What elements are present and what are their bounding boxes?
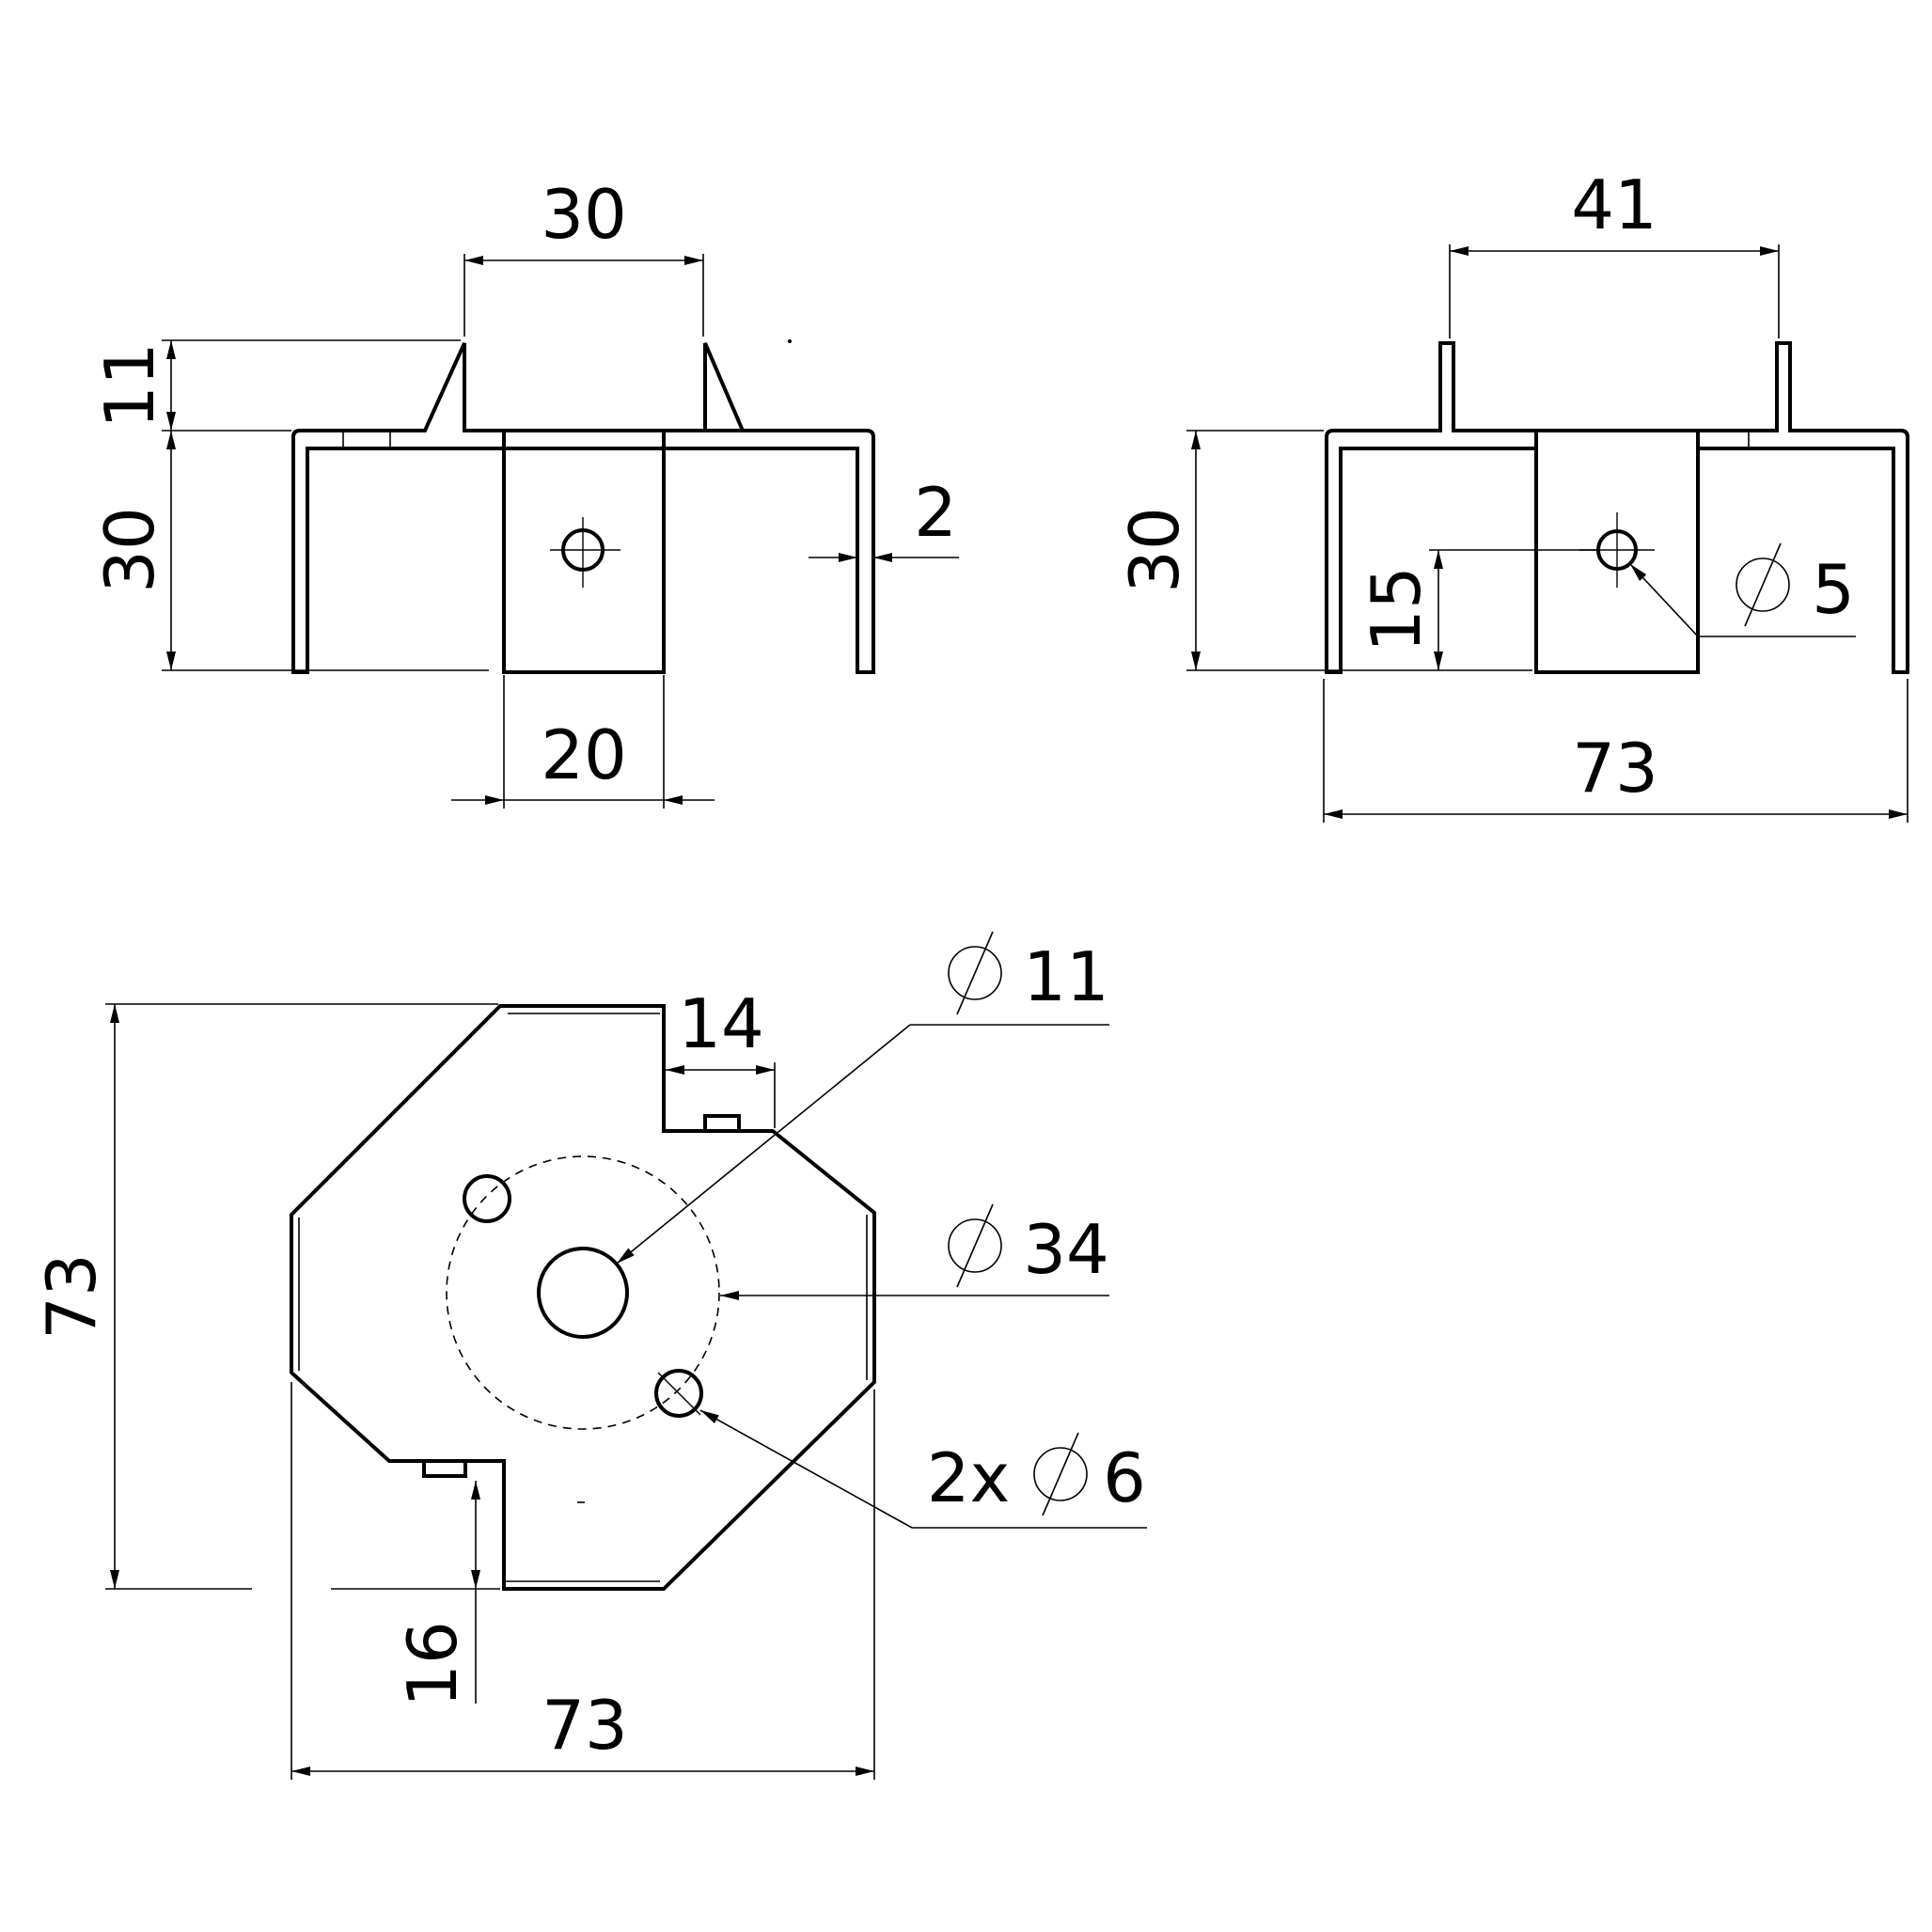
front-view-outline bbox=[291, 342, 875, 674]
dim-front-height-body: 30 bbox=[90, 507, 169, 593]
bolt-hole bbox=[463, 1174, 511, 1223]
diameter-symbol-icon bbox=[948, 931, 1002, 1015]
dim-front-thickness: 2 bbox=[914, 473, 957, 552]
plan-tab-lower bbox=[422, 1459, 467, 1478]
side-view-outline bbox=[1325, 341, 1909, 674]
bolt-hole bbox=[654, 1369, 703, 1418]
dim-plan-bolt-circle: 34 bbox=[1023, 1210, 1109, 1289]
dim-side-top-width: 41 bbox=[1571, 165, 1657, 244]
plan-tab-upper bbox=[703, 1114, 741, 1133]
dim-front-top-width: 30 bbox=[541, 175, 627, 254]
centerline bbox=[657, 1372, 701, 1416]
dim-front-height-upper: 11 bbox=[90, 342, 169, 429]
dim-plan-overall-height: 73 bbox=[32, 1253, 111, 1340]
center-hole bbox=[537, 1247, 629, 1339]
dim-front-tab-width: 20 bbox=[541, 715, 627, 794]
dim-plan-overall-width: 73 bbox=[542, 1686, 628, 1765]
dim-side-hole-diameter: 5 bbox=[1812, 550, 1855, 629]
stray-mark bbox=[788, 339, 792, 343]
dim-plan-bolt-diameter: 6 bbox=[1103, 1438, 1146, 1517]
dim-plan-notch-width: 14 bbox=[678, 984, 764, 1063]
leader-line bbox=[1629, 563, 1699, 637]
leader-line bbox=[699, 1409, 913, 1529]
diameter-symbol-icon bbox=[948, 1203, 1002, 1288]
dim-side-hole-height: 15 bbox=[1357, 566, 1436, 652]
bolt-circle bbox=[446, 1155, 720, 1430]
front-view: 30 11 30 2 20 bbox=[90, 175, 959, 809]
dim-plan-notch-depth: 16 bbox=[393, 1621, 472, 1707]
dim-plan-center-hole: 11 bbox=[1023, 937, 1109, 1016]
plan-view-outline bbox=[290, 1004, 876, 1591]
diameter-symbol-icon bbox=[1033, 1432, 1088, 1516]
dim-plan-bolt-count: 2x bbox=[927, 1438, 1010, 1517]
dim-side-height: 30 bbox=[1115, 507, 1194, 593]
plan-view: 14 11 34 2x 6 73 16 bbox=[32, 931, 1147, 1780]
leader-line bbox=[616, 1024, 911, 1264]
dim-side-overall-width: 73 bbox=[1572, 729, 1658, 808]
side-view: 41 30 15 5 73 bbox=[1115, 165, 1909, 823]
diameter-symbol-icon bbox=[1736, 542, 1790, 627]
